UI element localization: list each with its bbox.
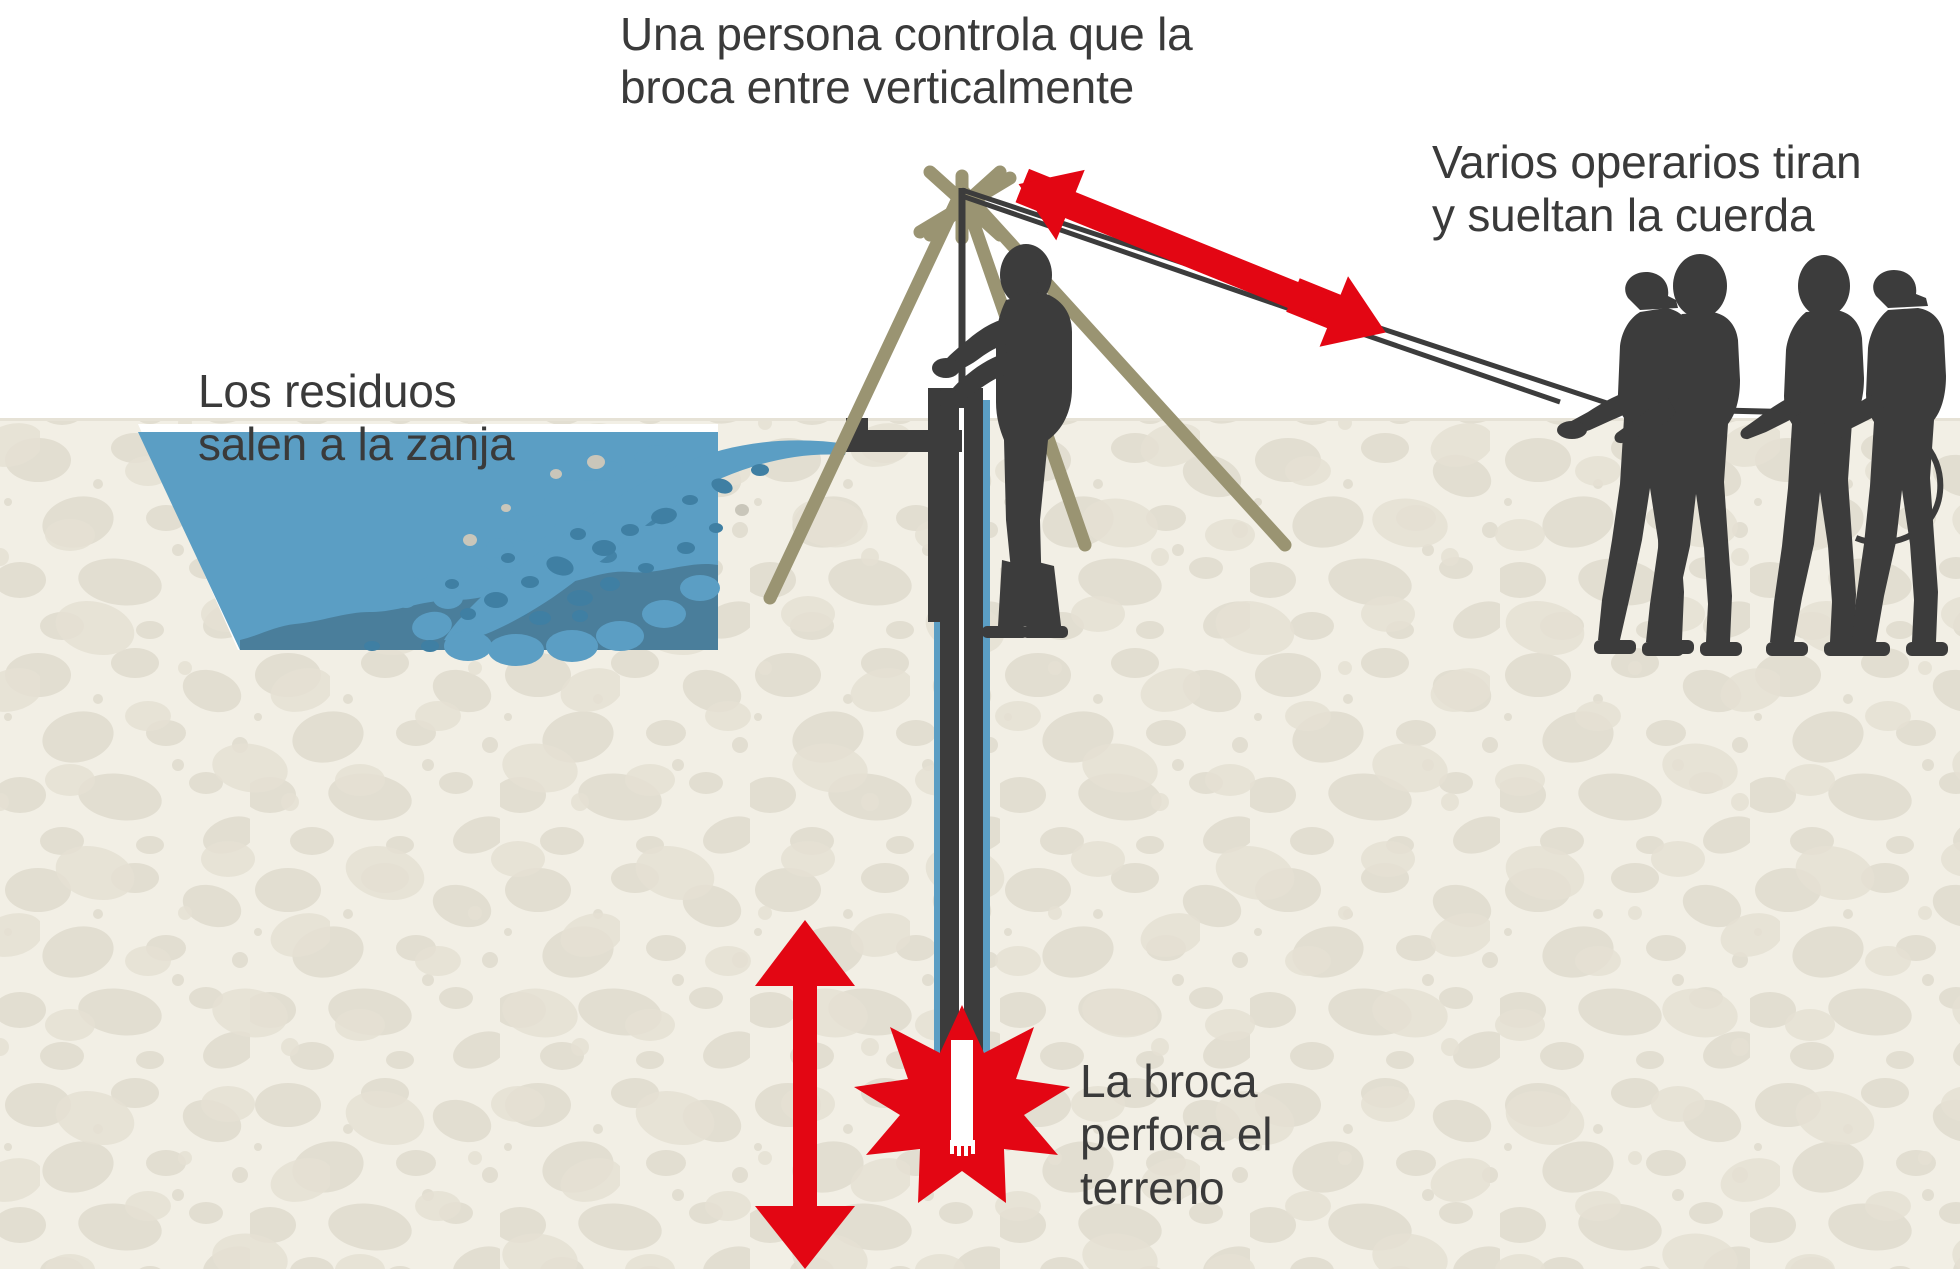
drill-pipe-right [964,388,983,1158]
label-waste-trench: Los residuos salen a la zanja [198,365,515,471]
tripod-leg-left [763,183,969,605]
rope-lower [961,193,1561,405]
label-drill-bit: La broca perfora el terreno [1080,1055,1273,1214]
label-drill-operator: Una persona controla que la broca entre … [620,8,1193,114]
splash-cuttings [364,464,769,652]
rope-puller-crew [1557,254,1948,656]
rope-motion-arrow-icon [1015,168,1386,347]
splash-stream [444,440,848,641]
rope-puller-3 [1740,255,1866,656]
drill-bit-icon [950,1040,975,1156]
waste-discharge-splash [364,440,848,666]
rope-puller-4 [1820,270,1948,656]
drill-motion-arrow-icon [755,920,855,1269]
rope-puller-2 [1614,254,1742,656]
label-rope-pullers: Varios operarios tiran y sueltan la cuer… [1432,136,1862,242]
splash-droplets [396,445,720,666]
splash-rock-specks [463,455,749,546]
operator-silhouette [932,244,1072,638]
drill-pipe-gap [959,388,964,1158]
